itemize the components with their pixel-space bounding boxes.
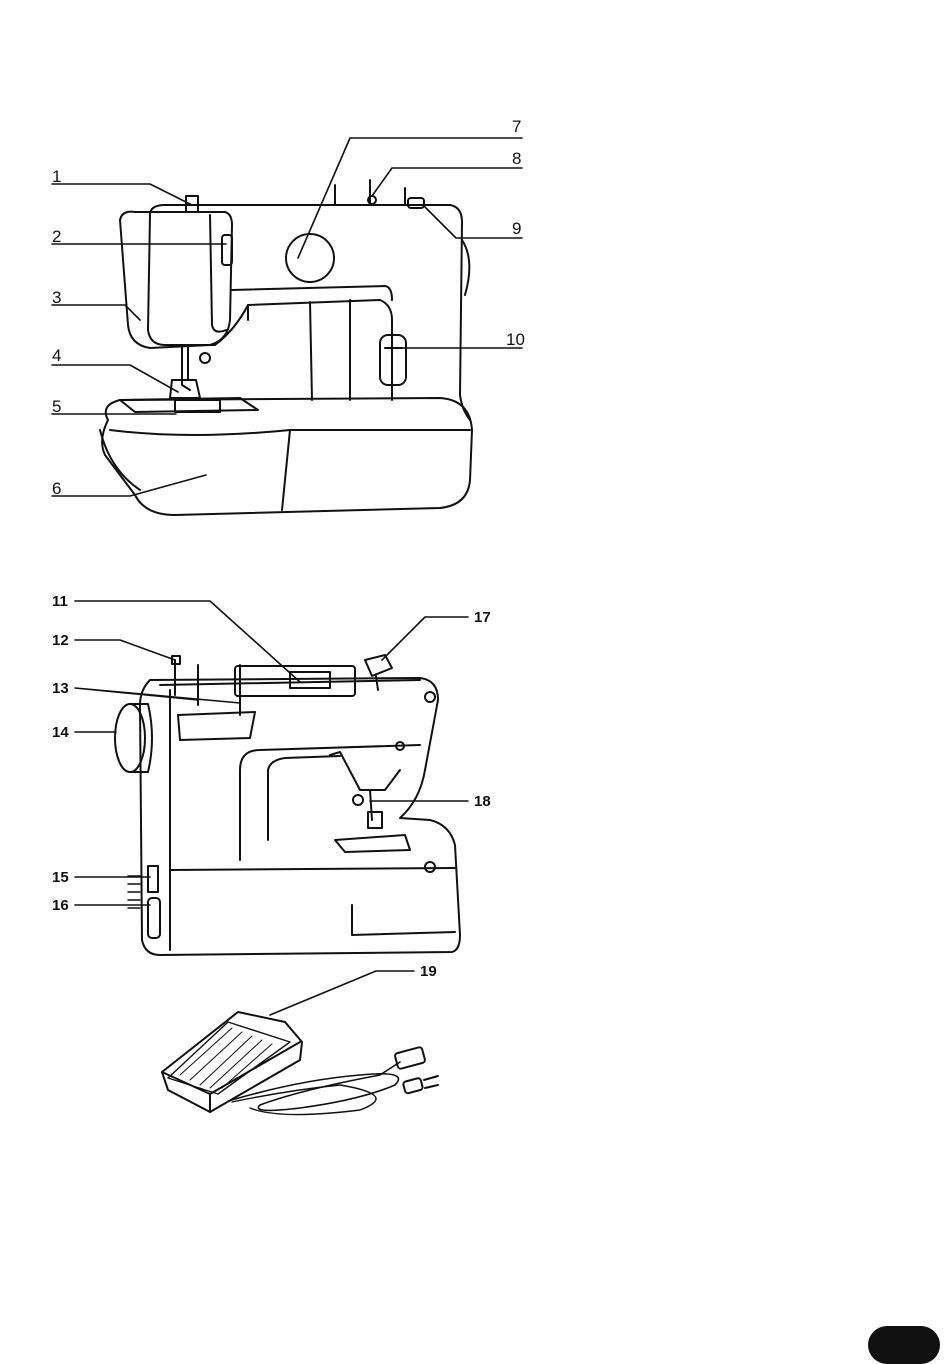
callout-11: 11	[52, 594, 68, 609]
machine-body	[148, 205, 470, 420]
callout-18: 18	[474, 794, 491, 809]
callout-13: 13	[52, 681, 69, 696]
power-cable	[232, 1062, 400, 1110]
socket	[148, 898, 160, 938]
callout-8: 8	[512, 150, 521, 167]
callout-9: 9	[512, 220, 521, 237]
machine-body-back	[140, 678, 460, 955]
callout-1: 1	[52, 168, 61, 185]
callout-7: 7	[512, 118, 521, 135]
callout-17: 17	[474, 610, 491, 625]
callout-4: 4	[52, 347, 61, 364]
machine-head	[120, 212, 232, 348]
callout-12: 12	[52, 633, 69, 648]
pattern-dial	[286, 234, 334, 282]
callout-14: 14	[52, 725, 69, 740]
callout-2: 2	[52, 228, 61, 245]
foot-pedal	[162, 1012, 438, 1115]
mains-plug	[403, 1078, 423, 1094]
plug-connector	[394, 1047, 425, 1070]
callout-15: 15	[52, 870, 69, 885]
page-tab-marker	[868, 1326, 940, 1364]
power-switch	[148, 866, 158, 892]
callout-3: 3	[52, 289, 61, 306]
callout-5: 5	[52, 398, 61, 415]
leader-lines-figure-1	[52, 138, 522, 496]
callout-6: 6	[52, 480, 61, 497]
sewing-machine-back-view	[115, 655, 460, 955]
callout-16: 16	[52, 898, 69, 913]
callout-10: 10	[506, 331, 525, 348]
callout-19: 19	[420, 964, 437, 979]
